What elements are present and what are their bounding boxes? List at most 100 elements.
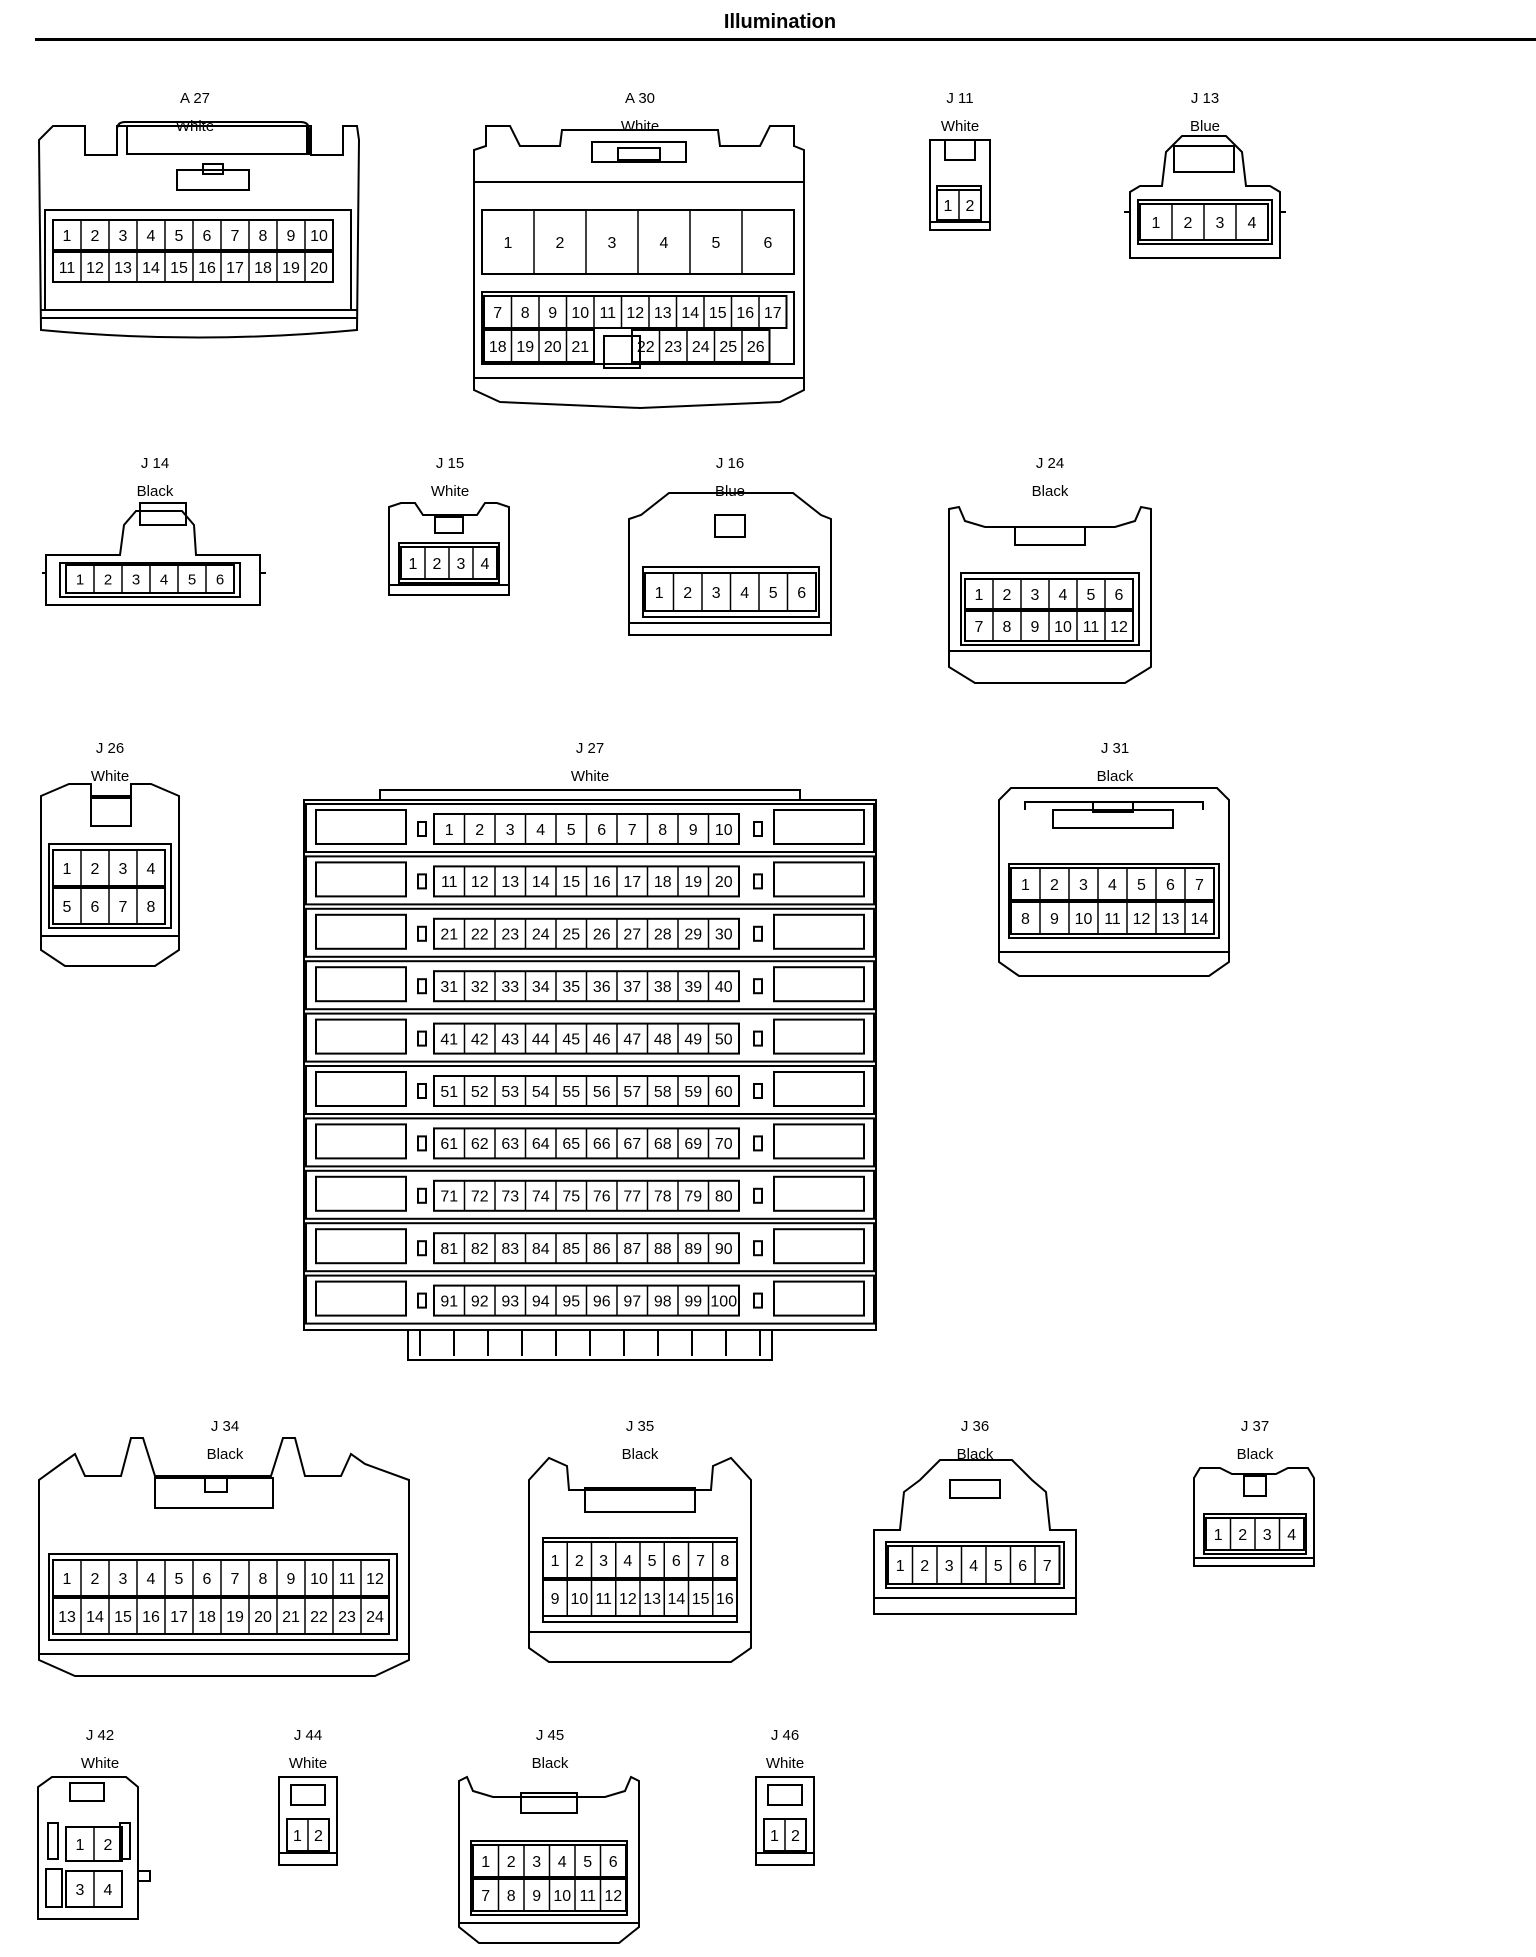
pin-number: 14 — [86, 1609, 104, 1626]
page-title: Illumination — [723, 11, 837, 33]
pin-number: 3 — [506, 822, 515, 839]
pin-number: 6 — [1018, 1558, 1027, 1575]
pin-number: 11 — [1083, 619, 1100, 636]
pin-number: 1 — [770, 1828, 779, 1845]
pin-number: 61 — [440, 1136, 458, 1153]
pin-number: 98 — [654, 1293, 672, 1310]
pin-number: 23 — [501, 927, 519, 944]
pin-number: 80 — [715, 1189, 733, 1206]
pin-number: 53 — [501, 1084, 519, 1101]
pin-number: 47 — [623, 1031, 641, 1048]
connector-color: Black — [206, 1446, 244, 1463]
pin-number: 56 — [593, 1084, 611, 1101]
pin-number: 5 — [769, 585, 778, 602]
pin-number: 5 — [583, 1854, 592, 1871]
pin-number: 2 — [507, 1854, 516, 1871]
pin-number: 10 — [1075, 911, 1093, 928]
pin-number: 6 — [597, 822, 606, 839]
pin-number: 10 — [310, 228, 328, 245]
pin-number: 8 — [1003, 619, 1012, 636]
connector-id: J 27 — [575, 740, 605, 757]
pin-number: 1 — [944, 198, 953, 215]
pin-number: 10 — [553, 1888, 571, 1905]
pin-number: 34 — [532, 979, 550, 996]
connector-id: J 24 — [1035, 455, 1065, 472]
pin-number: 91 — [440, 1293, 458, 1310]
pin-number: 7 — [1195, 877, 1204, 894]
connector-color: Black — [531, 1755, 569, 1772]
pin-number: 4 — [147, 861, 156, 878]
pin-number: 5 — [175, 228, 184, 245]
pin-number: 13 — [501, 874, 519, 891]
pin-number: 7 — [481, 1888, 490, 1905]
pin-number: 1 — [655, 585, 664, 602]
connector-id: J 44 — [293, 1727, 323, 1744]
pin-number: 59 — [684, 1084, 702, 1101]
pin-number: 2 — [1050, 877, 1059, 894]
pin-number: 95 — [562, 1293, 580, 1310]
pin-number: 76 — [593, 1189, 611, 1206]
pin-number: 58 — [654, 1084, 672, 1101]
pin-number: 9 — [287, 1571, 296, 1588]
pin-number: 37 — [623, 979, 641, 996]
pin-number: 18 — [254, 260, 272, 277]
pin-number: 14 — [532, 874, 550, 891]
pin-number: 22 — [310, 1609, 328, 1626]
connector-id: J 16 — [715, 455, 745, 472]
connector-color: White — [940, 118, 980, 135]
pin-number: 18 — [198, 1609, 216, 1626]
pin-number: 1 — [76, 1837, 85, 1854]
pin-number: 39 — [684, 979, 702, 996]
pin-number: 43 — [501, 1031, 519, 1048]
pin-number: 84 — [532, 1241, 550, 1258]
pin-number: 6 — [609, 1854, 618, 1871]
pin-number: 10 — [570, 1591, 588, 1608]
pin-number: 24 — [366, 1609, 384, 1626]
pin-number: 26 — [593, 927, 611, 944]
pin-number: 1 — [63, 228, 72, 245]
pin-number: 2 — [575, 1553, 584, 1570]
pin-number: 63 — [501, 1136, 519, 1153]
pin-number: 2 — [104, 1837, 113, 1854]
pin-number: 13 — [1162, 911, 1180, 928]
pin-number: 19 — [684, 874, 702, 891]
pin-number: 16 — [716, 1591, 734, 1608]
pin-number: 4 — [104, 1882, 113, 1899]
pin-number: 2 — [475, 822, 484, 839]
pin-number: 10 — [715, 822, 733, 839]
pin-number: 3 — [532, 1854, 541, 1871]
connector-color: Black — [1031, 483, 1069, 500]
pin-number: 4 — [481, 556, 490, 573]
pin-number: 6 — [216, 571, 224, 588]
pin-number: 60 — [715, 1084, 733, 1101]
pin-number: 8 — [658, 822, 667, 839]
connector-color: Blue — [1189, 118, 1221, 135]
pin-number: 93 — [501, 1293, 519, 1310]
pin-number: 8 — [147, 899, 156, 916]
pin-number: 9 — [551, 1591, 560, 1608]
pin-number: 3 — [1263, 1527, 1272, 1544]
